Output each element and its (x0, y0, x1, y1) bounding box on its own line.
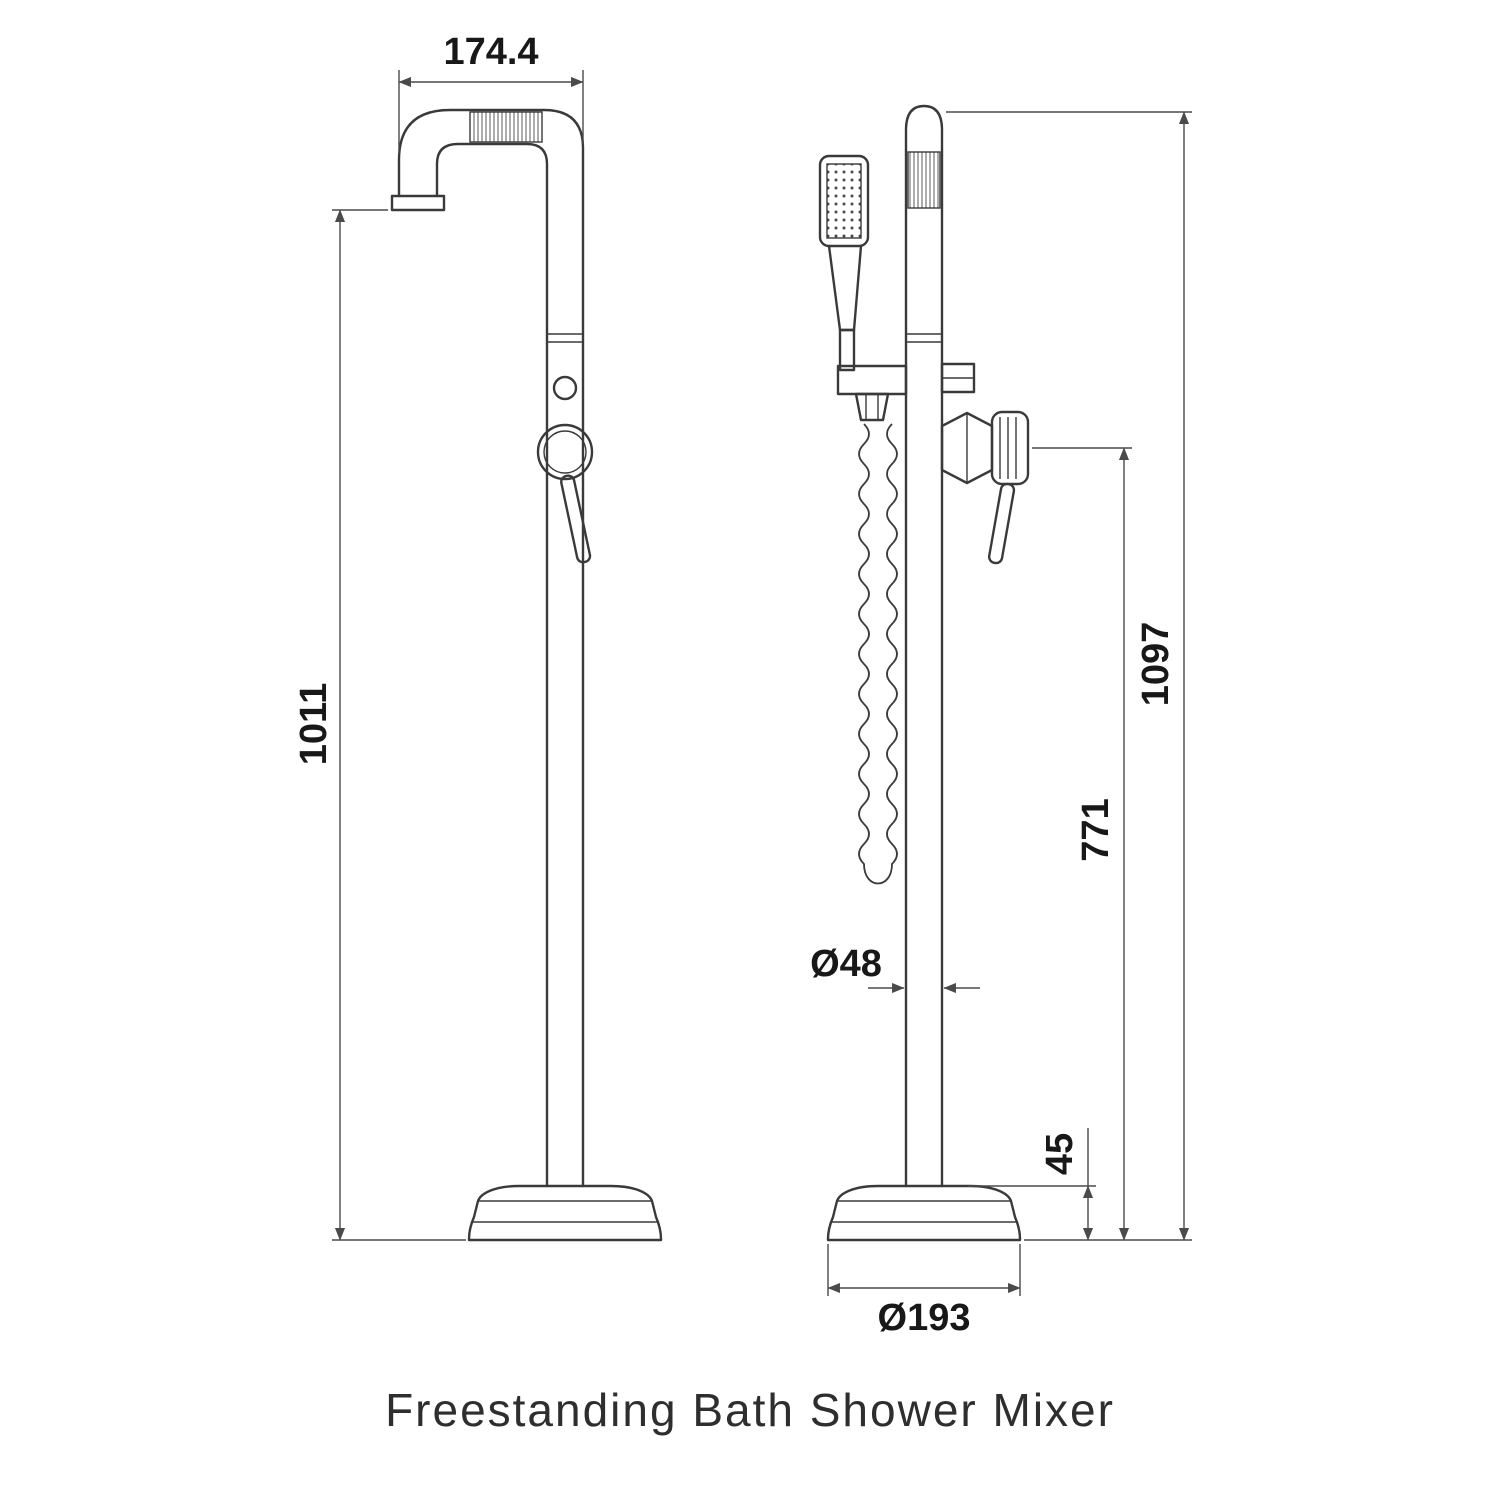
side-column (904, 104, 944, 1188)
diverter-button (552, 375, 578, 401)
drawing-caption: Freestanding Bath Shower Mixer (385, 1384, 1115, 1436)
dim-front-height: 1011 (293, 209, 466, 1241)
shower-hose (858, 423, 898, 885)
mixer-handle-hub-inner (543, 430, 587, 474)
witness-line (946, 111, 1192, 1241)
column-joint-lines-side (906, 333, 942, 343)
dim-label-spout-reach: 174.4 (443, 31, 538, 73)
dim-label-outlet-height: 771 (1075, 798, 1117, 861)
mixer-lever (560, 474, 592, 564)
dim-label-base-height: 45 (1039, 1133, 1081, 1175)
column-joint-lines-front (547, 333, 583, 343)
dim-outlet-height: 771 (1032, 447, 1132, 1241)
spout-knurl-band (469, 111, 543, 143)
witness-line (332, 209, 466, 1241)
dim-label-front-height: 1011 (293, 683, 335, 765)
dim-total-height: 1097 (946, 111, 1192, 1241)
mixer-handle-hub (536, 423, 594, 481)
witness-line (968, 1128, 1096, 1187)
handset-face (826, 163, 862, 239)
hose-nut (854, 392, 890, 422)
side-view (818, 104, 1030, 1242)
front-base (467, 1184, 663, 1242)
side-knurl-band (907, 151, 941, 209)
spout-outlet (390, 194, 446, 212)
dim-base-height: 45 (968, 1128, 1096, 1241)
handset-stem (838, 328, 856, 372)
side-base (826, 1184, 1022, 1242)
dim-label-base-diameter: Ø193 (878, 1297, 971, 1339)
dim-base-diameter: Ø193 (827, 1244, 1021, 1339)
dim-spout-reach: 174.4 (398, 31, 584, 154)
valve-lever (987, 482, 1016, 565)
dim-label-column-diameter: Ø48 (810, 943, 882, 985)
spout-outer-outline (397, 108, 585, 1188)
valve-handle-disc (990, 410, 1030, 486)
front-view (390, 108, 663, 1242)
spout-inner-outline (435, 142, 549, 1188)
valve-disc-knurl (999, 417, 1017, 479)
hose-nut-facets (865, 394, 879, 420)
dim-label-total-height: 1097 (1135, 622, 1177, 707)
handset-head (818, 154, 870, 248)
dim-column-diameter: Ø48 (810, 943, 980, 994)
handset-handle (827, 244, 863, 332)
